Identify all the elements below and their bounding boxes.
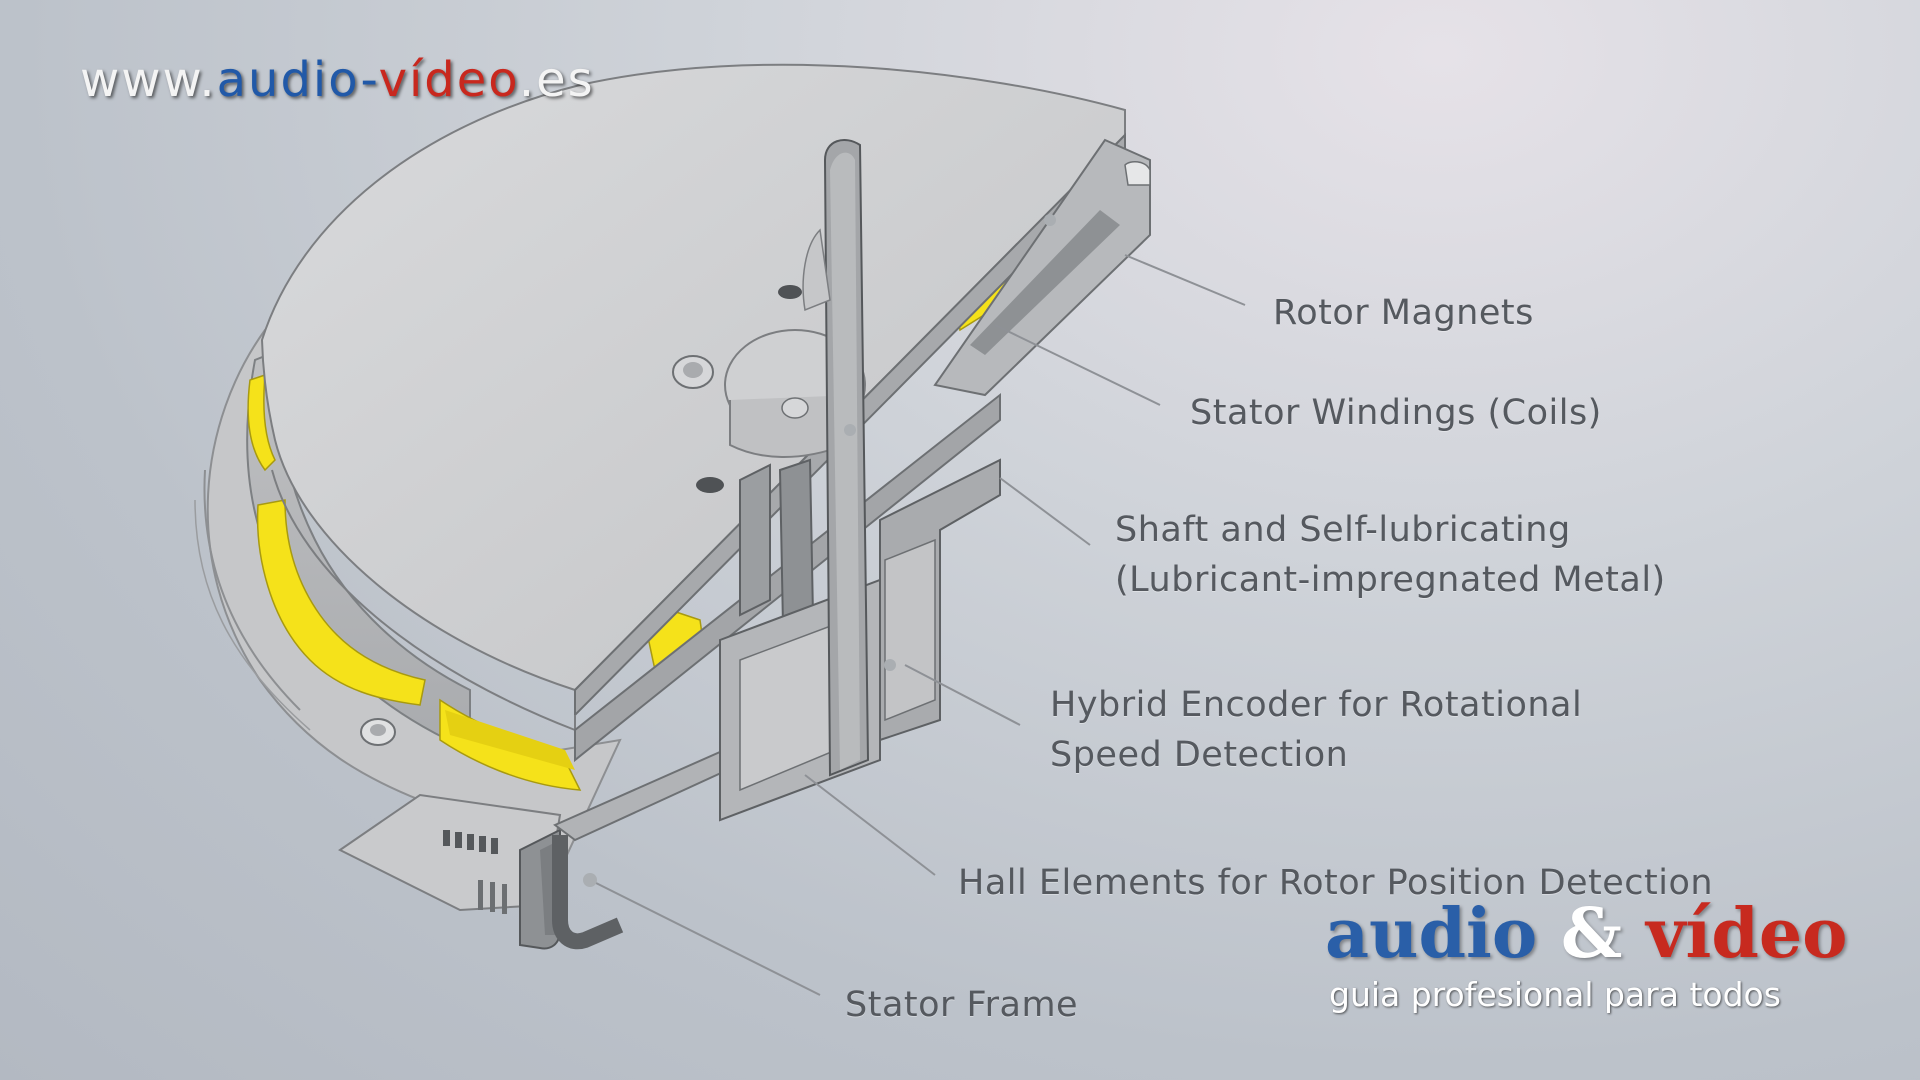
watermark-video: vídeo (378, 52, 519, 108)
label-rotor-magnets: Rotor Magnets (1273, 293, 1534, 333)
watermark-url: www.audio-vídeo.es (80, 52, 595, 108)
screws (360, 285, 809, 746)
brand-title: audio & vídeo (1325, 895, 1848, 973)
brand-audio: audio (1325, 894, 1538, 974)
label-encoder-line1: Hybrid Encoder for Rotational (1050, 685, 1583, 725)
brand-video: vídeo (1646, 894, 1848, 974)
label-hall-elements: Hall Elements for Rotor Position Detecti… (958, 863, 1714, 903)
label-stator-windings: Stator Windings (Coils) (1190, 393, 1602, 433)
label-shaft-line1: Shaft and Self-lubricating (1115, 510, 1571, 550)
brand-logo: audio & vídeo guia profesional para todo… (1325, 895, 1848, 1014)
label-shaft-line2: (Lubricant-impregnated Metal) (1115, 560, 1666, 600)
leader-lines (589, 254, 1246, 996)
label-encoder-line2: Speed Detection (1050, 735, 1349, 775)
watermark-audio: audio- (216, 52, 379, 108)
shaft (802, 139, 870, 777)
leader-dots (583, 214, 1056, 887)
watermark-suffix: .es (518, 52, 595, 108)
brand-tagline: guia profesional para todos (1329, 975, 1781, 1014)
watermark-prefix: www. (80, 52, 217, 108)
label-stator-frame: Stator Frame (845, 985, 1079, 1025)
brand-ampersand: & (1560, 894, 1623, 974)
